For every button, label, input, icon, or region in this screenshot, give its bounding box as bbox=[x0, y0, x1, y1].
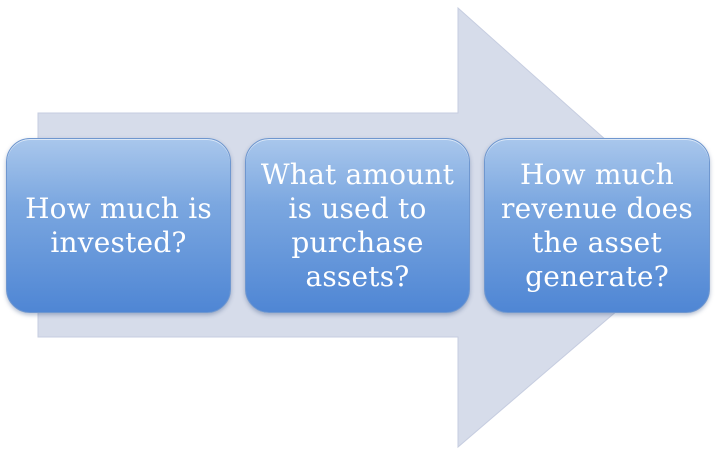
step-label-invested: How much is invested? bbox=[25, 191, 212, 259]
step-box-revenue: How much revenue does the asset generate… bbox=[484, 138, 710, 313]
step-box-purchase-assets: What amount is used to purchase assets? bbox=[245, 138, 470, 313]
step-label-purchase-assets: What amount is used to purchase assets? bbox=[260, 157, 455, 293]
step-box-invested: How much is invested? bbox=[6, 138, 231, 313]
step-label-revenue: How much revenue does the asset generate… bbox=[500, 157, 693, 293]
